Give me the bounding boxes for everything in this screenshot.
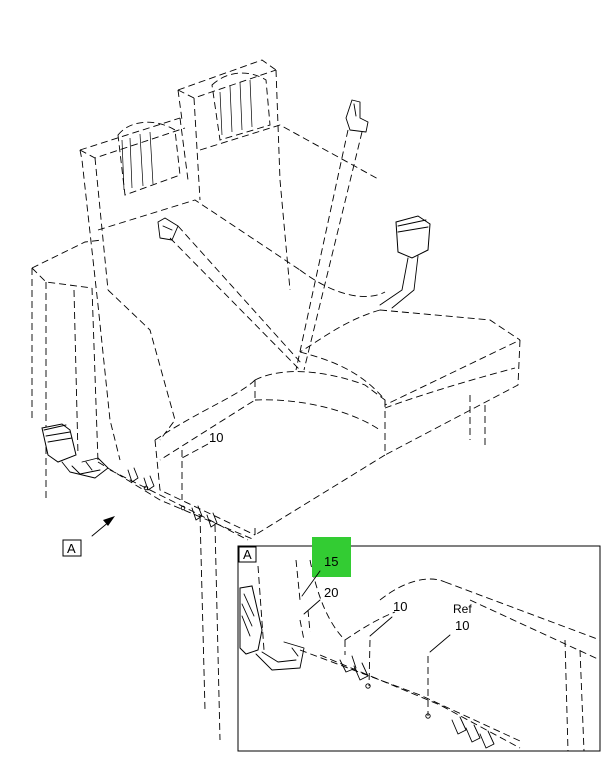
callout-item-10-detail: 10 [393, 599, 407, 614]
callout-item-10: 10 [209, 430, 223, 445]
shoulder-belt-left [157, 217, 303, 371]
callout-item-15: 15 [324, 554, 338, 569]
leader-item-20 [303, 599, 321, 615]
callout-ref-word: Ref [453, 602, 472, 616]
seat-cushions [154, 309, 521, 536]
view-a-arrow [91, 516, 115, 537]
detail-title-box: A [238, 546, 257, 563]
left-belt-buckle [41, 423, 109, 479]
detail-view-a: A [237, 537, 601, 752]
leader-item-10-detail [369, 616, 393, 637]
view-a-label: A [67, 541, 76, 556]
seat-base-frame [97, 450, 256, 741]
main-view [31, 59, 521, 741]
leader-item-10 [181, 443, 209, 459]
leader-ref-10 [429, 634, 451, 653]
leader-item-10-detail-stud [368, 639, 371, 687]
detail-drawing [239, 559, 601, 752]
left-seat-back [79, 117, 301, 461]
callout-15-highlight: 15 [312, 537, 351, 577]
right-seat-back [177, 59, 386, 297]
leader-item-15 [301, 570, 321, 597]
right-belt-buckle [379, 215, 431, 309]
callout-item-20: 20 [324, 585, 338, 600]
callout-ref-10: 10 [455, 618, 469, 633]
view-a-label-box: A [62, 539, 82, 557]
left-side-panel [31, 239, 103, 500]
detail-title: A [243, 547, 252, 562]
shoulder-belt-right [295, 99, 369, 371]
